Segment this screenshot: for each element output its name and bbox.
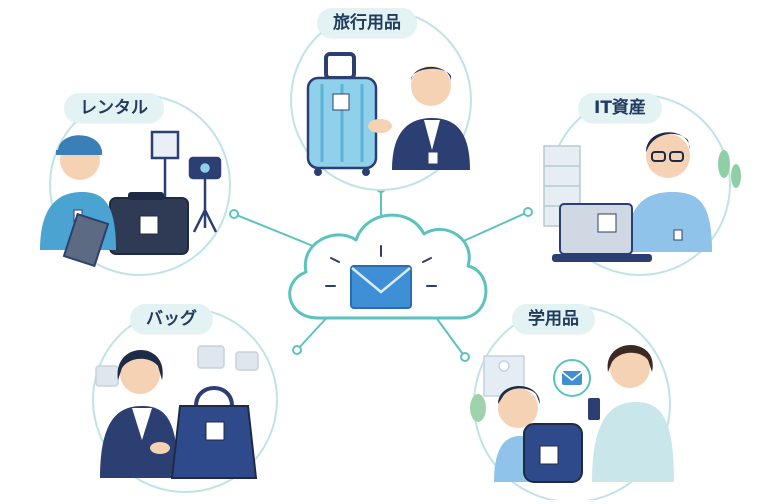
connector-dot	[229, 209, 239, 219]
node-school	[470, 305, 674, 503]
label-rental: レンタル	[64, 93, 164, 123]
plant-icon	[718, 150, 741, 188]
woman-figure	[100, 350, 178, 478]
envelope-icon	[350, 265, 412, 309]
shelf-bags-icon	[95, 345, 259, 387]
label-bag: バッグ	[130, 304, 213, 334]
node-it	[543, 94, 741, 276]
equipment-case-icon	[109, 192, 189, 255]
node-bag	[92, 307, 278, 493]
connector-rental	[233, 213, 319, 249]
tree-icon	[470, 394, 486, 422]
node-rental	[40, 94, 231, 276]
handbag-icon	[170, 386, 258, 479]
engineer-figure	[626, 132, 712, 252]
mother-figure	[588, 345, 674, 482]
label-travel: 旅行用品	[317, 8, 417, 38]
businessman-figure	[368, 66, 470, 170]
cloud-hub	[288, 213, 488, 320]
connector-dot	[460, 352, 470, 362]
label-it: IT資産	[578, 93, 662, 123]
connector-dot	[292, 345, 302, 355]
suitcase-icon	[306, 52, 378, 176]
school-backpack-icon	[523, 423, 583, 483]
sparkle-icon	[325, 245, 437, 287]
connector-dot	[523, 207, 533, 217]
laptop-icon	[552, 203, 652, 262]
notification-bubble-icon	[553, 359, 591, 397]
label-school: 学用品	[512, 304, 595, 334]
node-travel	[290, 9, 472, 191]
staff-figure	[40, 135, 116, 268]
